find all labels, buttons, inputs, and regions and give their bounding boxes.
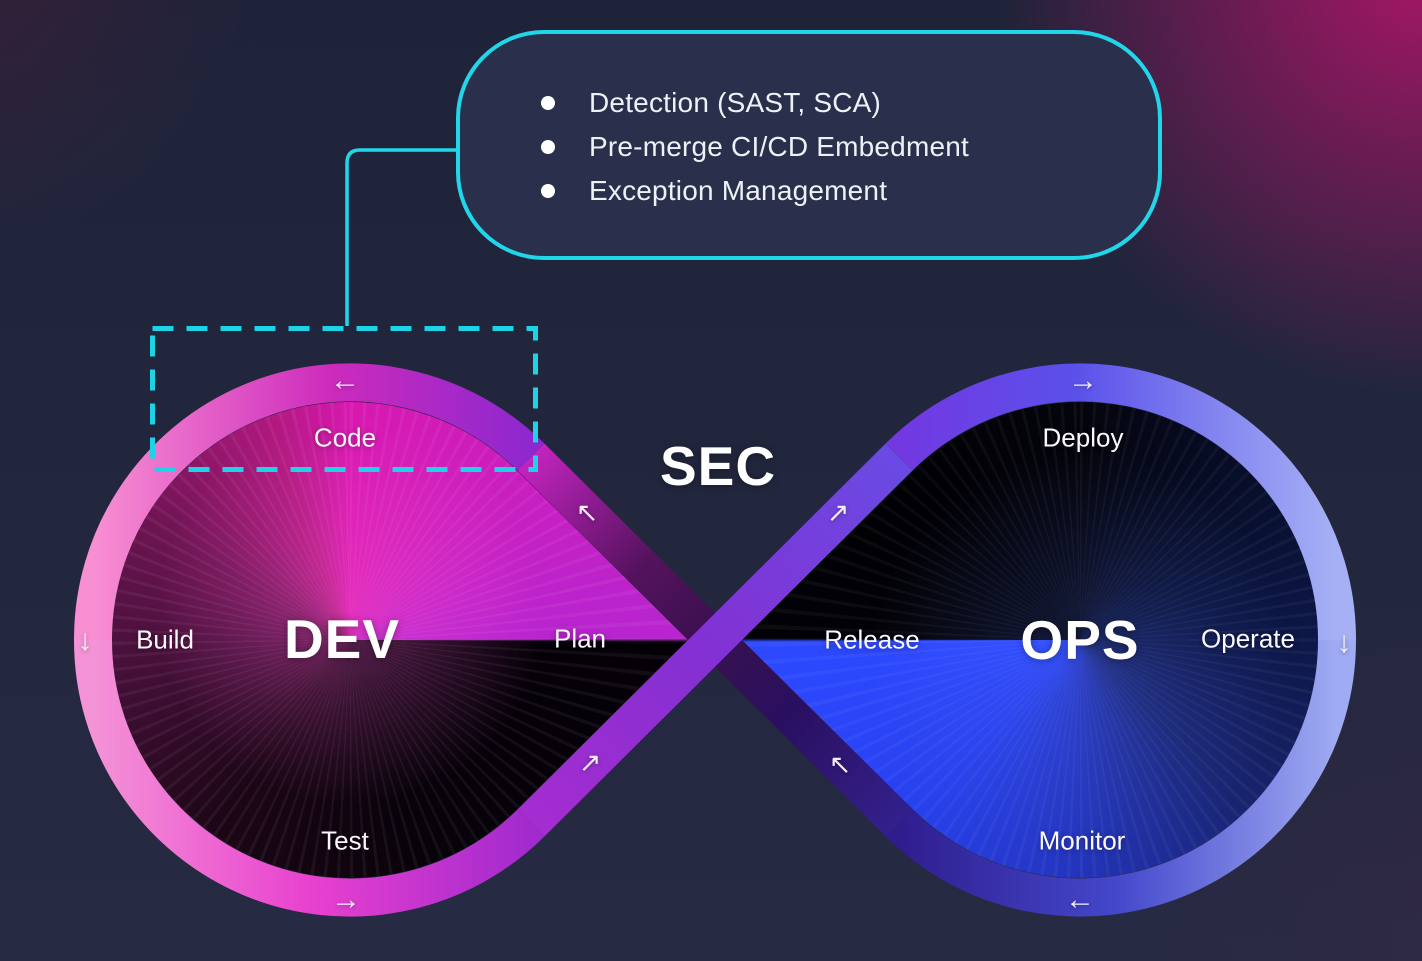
- sec-lower-left-flow-arrow-icon: ↗: [578, 747, 602, 778]
- callout-bullet-text: Detection (SAST, SCA): [589, 87, 882, 118]
- sec-band-to-ops-top: [517, 443, 913, 837]
- stage-label-plan: Plan: [553, 623, 607, 654]
- callout-connector-line: [345, 148, 456, 326]
- ops-right-flow-arrow-icon: ↓: [1336, 626, 1352, 659]
- ops-section-label: OPS: [1020, 609, 1140, 671]
- callout-bullet-item: Exception Management: [541, 169, 1158, 213]
- bullet-dot-icon: [541, 140, 555, 154]
- callout-bullet-item: Detection (SAST, SCA): [541, 81, 1158, 125]
- dev-ring-top-arc: [73, 363, 545, 641]
- bullet-dot-icon: [541, 184, 555, 198]
- ops-ring-bottom-arc: [885, 639, 1357, 917]
- dev-top-flow-arrow-icon: ←: [330, 364, 360, 397]
- callout-bullet-text: Exception Management: [589, 175, 888, 206]
- sec-section-label: SEC: [659, 435, 777, 497]
- callout-bullet-list: Detection (SAST, SCA) Pre-merge CI/CD Em…: [460, 34, 1158, 213]
- callout-bullet-item: Pre-merge CI/CD Embedment: [541, 125, 1158, 169]
- code-stage-callout: Detection (SAST, SCA) Pre-merge CI/CD Em…: [456, 30, 1162, 260]
- sec-upper-right-flow-arrow-icon: ↗: [826, 497, 850, 528]
- stage-label-monitor: Monitor: [1038, 825, 1126, 856]
- ops-bottom-flow-arrow-icon: ←: [1065, 883, 1095, 916]
- stage-label-test: Test: [321, 825, 369, 856]
- stage-label-build: Build: [136, 624, 194, 655]
- bullet-dot-icon: [541, 96, 555, 110]
- ops-ring-top-arc: [885, 363, 1357, 641]
- code-stage-highlight-box: [150, 326, 538, 472]
- ops-top-flow-arrow-icon: →: [1068, 364, 1098, 397]
- stage-label-deploy: Deploy: [1042, 422, 1124, 453]
- sec-lower-right-flow-arrow-icon: ↖: [828, 749, 852, 780]
- stage-label-operate: Operate: [1201, 623, 1295, 654]
- sec-upper-left-flow-arrow-icon: ↖: [575, 497, 599, 528]
- dev-ring-bottom-arc: [73, 639, 545, 917]
- stage-label-release: Release: [824, 624, 920, 655]
- stage-label-code: Code: [313, 422, 377, 453]
- dev-bottom-flow-arrow-icon: →: [331, 883, 361, 916]
- callout-bullet-text: Pre-merge CI/CD Embedment: [589, 131, 970, 162]
- dev-left-flow-arrow-icon: ↓: [77, 624, 93, 657]
- dev-section-label: DEV: [283, 608, 401, 670]
